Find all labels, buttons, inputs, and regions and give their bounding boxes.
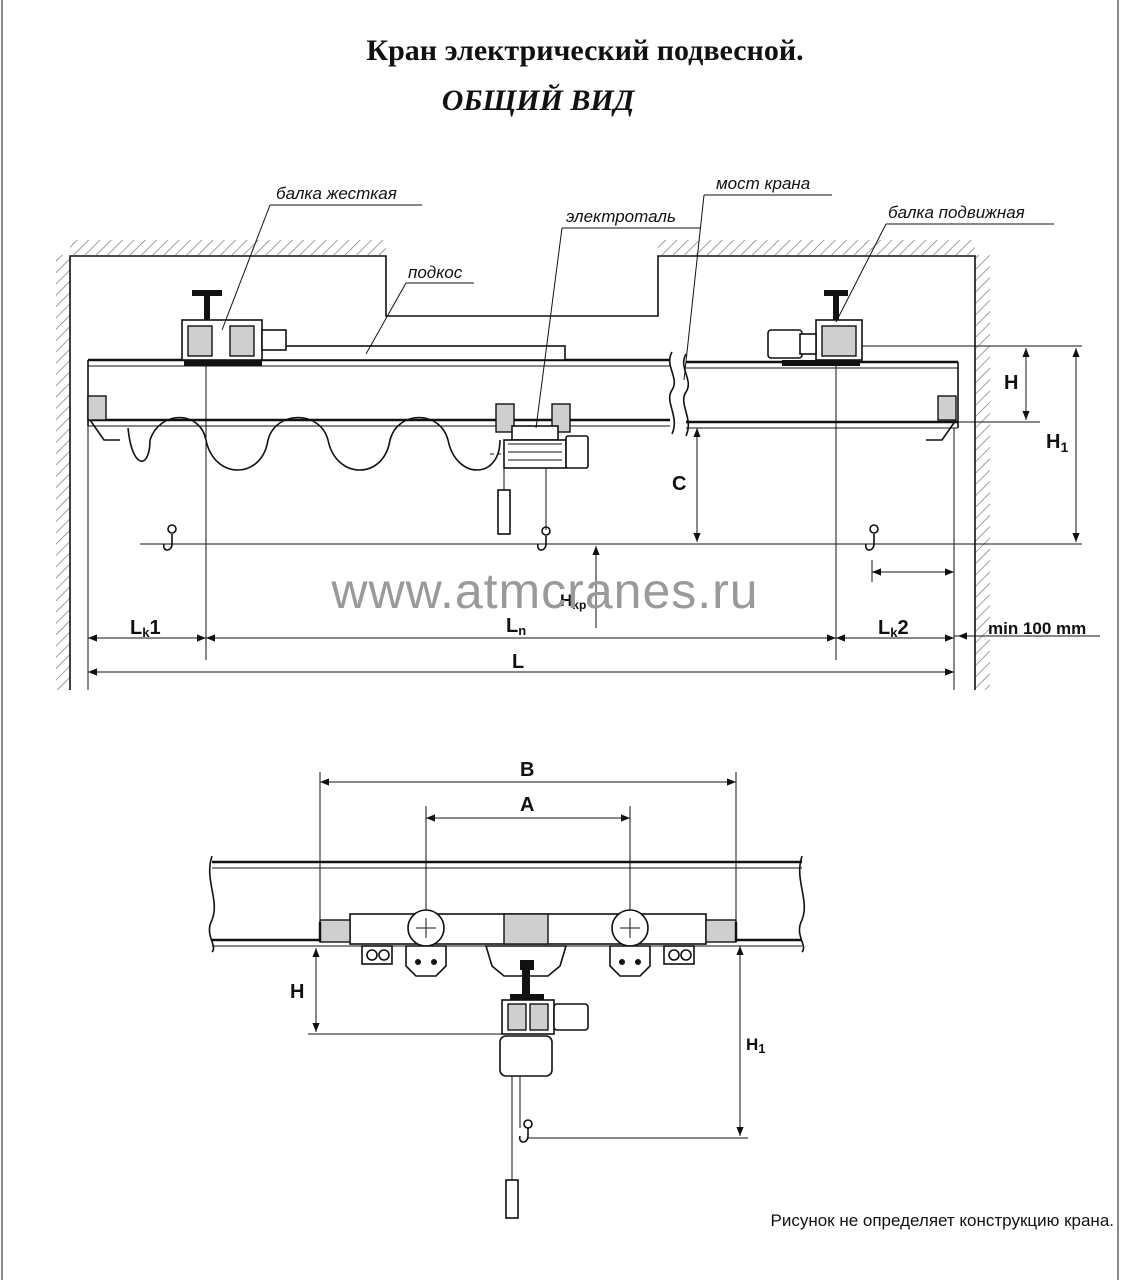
dim-min-gap-label: min 100 mm xyxy=(988,619,1086,638)
label-hoist: электроталь xyxy=(566,207,676,226)
movable-beam-truck xyxy=(767,290,863,366)
dim-h1-label: H1 xyxy=(1046,431,1068,455)
leader-lines xyxy=(221,194,1054,429)
label-brace: подкос xyxy=(408,263,463,282)
end-buffer-left xyxy=(87,395,120,441)
brace xyxy=(254,345,566,361)
dim-h-bottom-label: H xyxy=(290,981,304,1003)
title-line-1: Кран электрический подвесной. xyxy=(366,34,803,67)
dim-lk1-label: Lk1 xyxy=(130,617,161,640)
rigid-beam-truck xyxy=(181,290,287,366)
dim-h-bottom xyxy=(308,945,502,1035)
dim-hkp-label: Hkp xyxy=(560,591,586,612)
dim-l-label: L xyxy=(512,651,524,673)
dim-lk2-label: Lk2 xyxy=(878,617,909,640)
dim-h-label: H xyxy=(1004,372,1018,394)
hook-icon xyxy=(162,524,177,551)
dim-ln-label: Ln xyxy=(506,615,526,638)
label-rigid-beam: балка жесткая xyxy=(276,184,397,203)
dim-a-label: A xyxy=(520,794,534,816)
dim-b xyxy=(319,772,737,930)
dim-min-gap xyxy=(871,560,1100,640)
building-structure xyxy=(56,240,990,690)
dim-h1-bottom-label: H1 xyxy=(746,1035,766,1056)
hook-icon xyxy=(536,526,551,551)
dim-b-label: B xyxy=(520,759,534,781)
cable-festoon xyxy=(127,416,501,471)
hook-icon xyxy=(864,524,879,551)
dim-h xyxy=(862,345,1082,423)
electric-hoist xyxy=(490,403,589,535)
end-truck xyxy=(318,909,738,977)
footnote: Рисунок не определяет конструкцию крана. xyxy=(770,1211,1114,1230)
hook-icon xyxy=(518,1119,533,1143)
label-crane-bridge: мост крана xyxy=(716,174,810,193)
dim-h1-bottom xyxy=(528,946,748,1139)
bridge-section xyxy=(499,960,589,1219)
dim-c-label: C xyxy=(672,473,686,495)
label-movable-beam: балка подвижная xyxy=(888,203,1025,222)
watermark: www.atmcranes.ru xyxy=(330,563,758,619)
end-buffer-right xyxy=(926,395,957,441)
title-line-2: ОБЩИЙ ВИД xyxy=(442,83,636,117)
